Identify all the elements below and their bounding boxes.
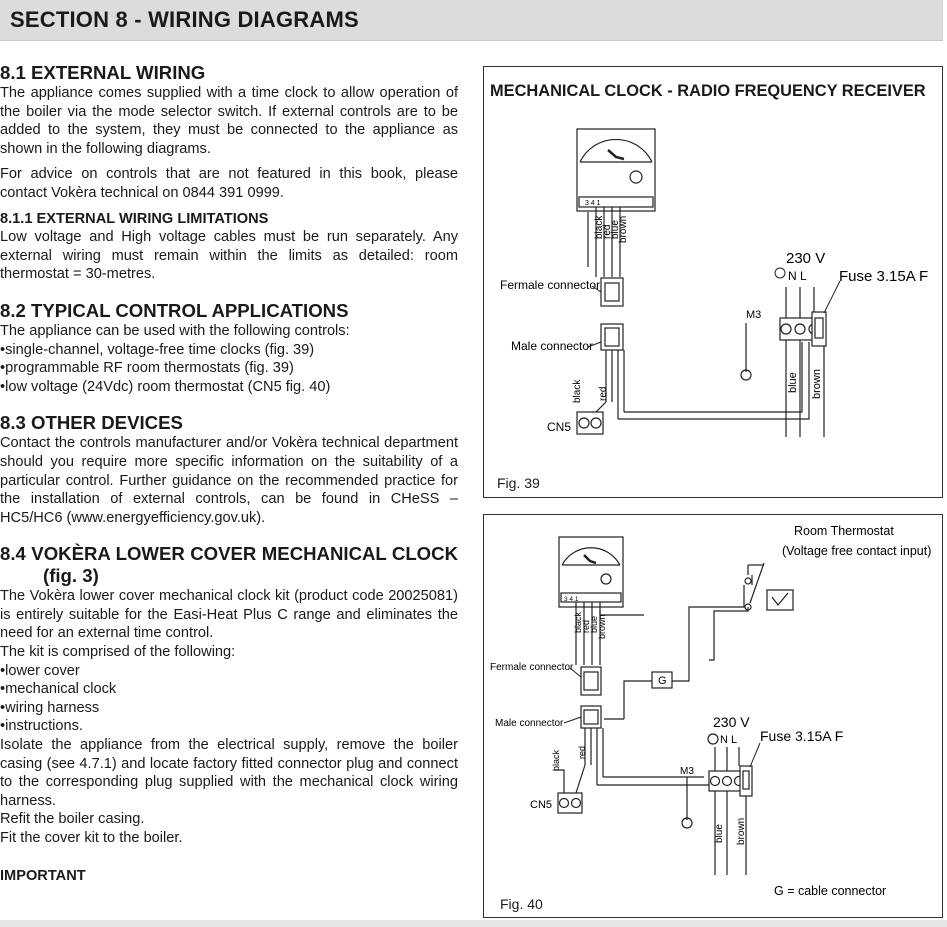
figure-39-panel: MECHANICAL CLOCK - RADIO FREQUENCY RECEI… xyxy=(483,66,943,498)
wire-label: blue xyxy=(589,616,599,633)
paragraph-8-1-1: Low voltage and High voltage cables must… xyxy=(0,229,458,283)
terminal-numbers: 3 4 1 xyxy=(585,200,601,207)
figure-40-diagram: Room Thermostat (Voltage free contact in… xyxy=(490,524,931,898)
list-item: programmable RF room thermostats (fig. 3… xyxy=(0,359,458,378)
wire-label: black xyxy=(573,611,583,633)
wire-label: blue xyxy=(714,824,725,843)
paragraph-8-4-d: Refit the boiler casing. xyxy=(0,811,145,828)
wire-label: blue xyxy=(610,220,621,239)
figure-40-panel: Room Thermostat (Voltage free contact in… xyxy=(483,514,943,918)
male-connector-label: Male connector xyxy=(511,339,593,353)
wire-label: blue xyxy=(787,372,799,393)
list-item: lower cover xyxy=(0,662,458,681)
heading-8-3: 8.3 OTHER DEVICES xyxy=(0,412,183,434)
male-connector-label: Male connector xyxy=(495,718,564,729)
paragraph-8-1-a: The appliance comes supplied with a time… xyxy=(0,85,458,157)
room-thermostat-label: Room Thermostat xyxy=(794,524,894,538)
wire-label: brown xyxy=(811,369,823,399)
list-item: instructions. xyxy=(0,717,458,736)
nl-label: N L xyxy=(788,269,807,283)
heading-8-1: 8.1 EXTERNAL WIRING xyxy=(0,62,206,83)
wire-label: red xyxy=(577,746,587,759)
wire-label: black xyxy=(572,379,583,403)
contact-note-label: (Voltage free contact input) xyxy=(782,544,931,558)
list-item: mechanical clock xyxy=(0,680,458,699)
figure-39-caption: Fig. 39 xyxy=(497,475,540,491)
fuse-label: Fuse 3.15A F xyxy=(839,268,928,285)
paragraph-8-3: Contact the controls manufacturer and/or… xyxy=(0,435,458,526)
g-connector-label: G xyxy=(658,675,667,687)
paragraph-8-1-b: For advice on controls that are not feat… xyxy=(0,166,458,201)
wire-label: brown xyxy=(597,614,607,639)
paragraph-8-2: The appliance can be used with the follo… xyxy=(0,322,350,339)
m3-label: M3 xyxy=(680,766,694,777)
list-item: single-channel, voltage-free time clocks… xyxy=(0,341,458,360)
nl-label: N L xyxy=(720,734,737,746)
wire-label: black xyxy=(551,749,561,771)
figure-39-diagram: 3 4 1 black red blue brown Fermale conne… xyxy=(500,128,928,437)
wire-label: brown xyxy=(736,818,747,845)
wire-label: red xyxy=(602,225,613,239)
female-connector-label: Fermale connector xyxy=(500,278,600,292)
list-item: low voltage (24Vdc) room thermostat (CN5… xyxy=(0,378,458,397)
paragraph-8-4-a: The Vokèra lower cover mechanical clock … xyxy=(0,588,458,642)
fuse-label: Fuse 3.15A F xyxy=(760,728,843,744)
g-note: G = cable connector xyxy=(774,884,886,898)
heading-8-1-1: 8.1.1 EXTERNAL WIRING LIMITATIONS xyxy=(0,210,269,227)
wire-label: red xyxy=(598,387,609,401)
voltage-label: 230 V xyxy=(713,714,750,730)
figure-40-caption: Fig. 40 xyxy=(500,896,543,912)
heading-8-4: 8.4 VOKÈRA LOWER COVER MECHANICAL CLOCK … xyxy=(0,543,458,587)
heading-8-2: 8.2 TYPICAL CONTROL APPLICATIONS xyxy=(0,299,349,321)
female-connector-label: Fermale connector xyxy=(490,662,574,673)
figure-39-title: MECHANICAL CLOCK - RADIO FREQUENCY RECEI… xyxy=(490,82,926,100)
section-header: SECTION 8 - WIRING DIAGRAMS xyxy=(0,0,943,41)
important-heading: IMPORTANT xyxy=(0,867,86,884)
section-title: SECTION 8 - WIRING DIAGRAMS xyxy=(10,7,359,32)
page-bottom-strip xyxy=(0,920,947,927)
m3-label: M3 xyxy=(746,309,761,321)
cn5-label: CN5 xyxy=(547,420,571,434)
manual-text-column: 8.1 EXTERNAL WIRING The appliance comes … xyxy=(0,62,458,885)
list-item: wiring harness xyxy=(0,699,458,718)
terminal-numbers: 3 4 1 xyxy=(564,596,579,603)
paragraph-8-4-e: Fit the cover kit to the boiler. xyxy=(0,830,183,846)
voltage-label: 230 V xyxy=(786,250,825,267)
wire-label: brown xyxy=(618,216,629,243)
wire-label: black xyxy=(594,215,605,239)
wire-label: red xyxy=(581,620,591,633)
paragraph-8-4-c: Isolate the appliance from the electrica… xyxy=(0,737,458,809)
cn5-label: CN5 xyxy=(530,799,552,811)
paragraph-8-4-b: The kit is comprised of the following: xyxy=(0,644,236,661)
